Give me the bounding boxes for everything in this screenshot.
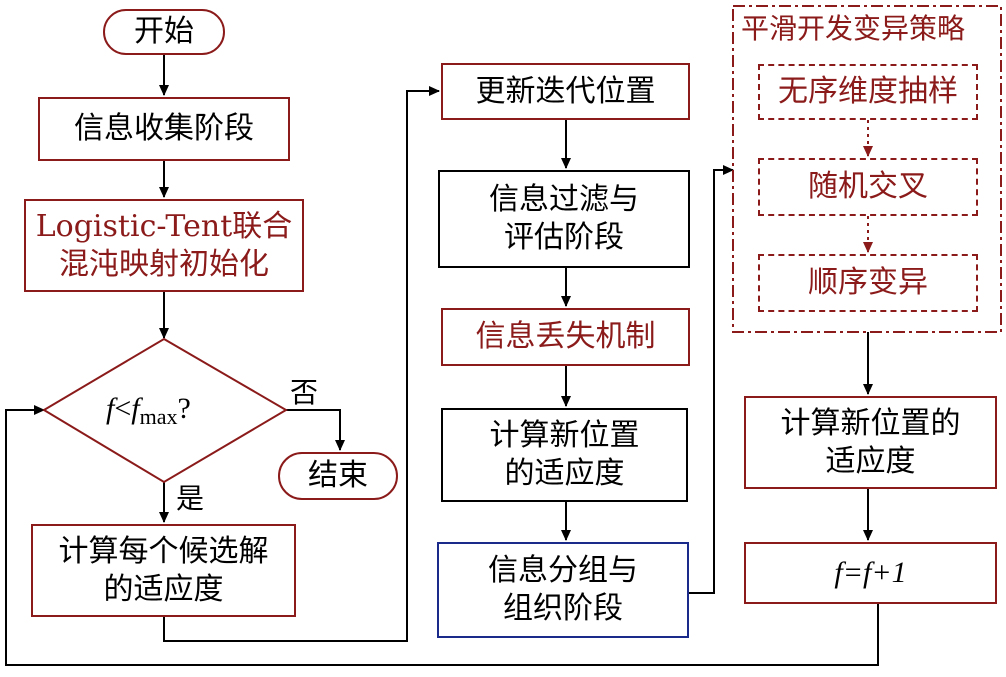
arrow-group-to-strategy [689,165,734,594]
decision-lt: < [114,392,132,425]
decision-diamond [42,337,288,484]
filter-line1: 信息过滤与 [489,182,639,217]
calc-new2-line2: 适应度 [825,443,916,479]
loss-box: 信息丢失机制 [441,308,690,366]
info-collect-box: 信息收集阶段 [38,97,290,161]
group-box: 信息分组与 组织阶段 [437,542,689,638]
increment-box: f=f+1 [744,542,997,604]
mutation-label: 顺序变异 [808,265,928,300]
loss-label: 信息丢失机制 [475,319,656,354]
arrow-calc-to-update [163,86,440,642]
decision-sub: max [139,404,178,429]
start-label: 开始 [134,14,194,49]
decision-fmax: f [131,392,140,425]
increment-label: f=f+1 [834,556,907,589]
crossover-box: 随机交叉 [758,158,978,216]
yes-label: 是 [176,482,205,515]
calc-new2-line1: 计算新位置的 [780,405,961,441]
filter-line2: 评估阶段 [504,220,624,255]
decision-q: ? [177,392,191,425]
group-line2: 组织阶段 [503,591,623,626]
init-label-line2: 混沌映射初始化 [59,246,269,282]
sampling-box: 无序维度抽样 [758,64,978,120]
calc-fitness-line2: 的适应度 [103,571,224,607]
start-node: 开始 [103,9,225,55]
calc-fitness-box: 计算每个候选解 的适应度 [31,524,296,617]
decision-f: f [106,392,115,425]
strategy-title: 平滑开发变异策略 [741,12,966,45]
filter-box: 信息过滤与 评估阶段 [438,170,690,268]
mutation-box: 顺序变异 [758,254,978,312]
decision-label: f<fmax? [106,394,191,432]
group-line1: 信息分组与 [488,553,638,588]
update-position-box: 更新迭代位置 [441,63,690,120]
update-position-label: 更新迭代位置 [475,73,656,109]
end-label: 结束 [308,458,368,493]
end-node: 结束 [278,452,398,500]
sampling-label: 无序维度抽样 [778,74,958,109]
calc-fitness-line1: 计算每个候选解 [58,533,269,569]
calc-new2-box: 计算新位置的 适应度 [744,396,997,489]
arrow-increment-to-decision [5,405,879,666]
crossover-label: 随机交叉 [808,169,928,204]
calc-new-line1: 计算新位置 [489,418,640,453]
init-label-line1: Logistic-Tent联合 [35,208,293,244]
init-box: Logistic-Tent联合 混沌映射初始化 [24,199,304,292]
strategy-container [732,5,1002,333]
arrow-no-to-end [286,409,345,451]
no-label: 否 [290,376,319,409]
calc-new-line2: 的适应度 [504,456,625,491]
calc-new-box: 计算新位置 的适应度 [441,408,688,502]
info-collect-label: 信息收集阶段 [74,111,254,146]
